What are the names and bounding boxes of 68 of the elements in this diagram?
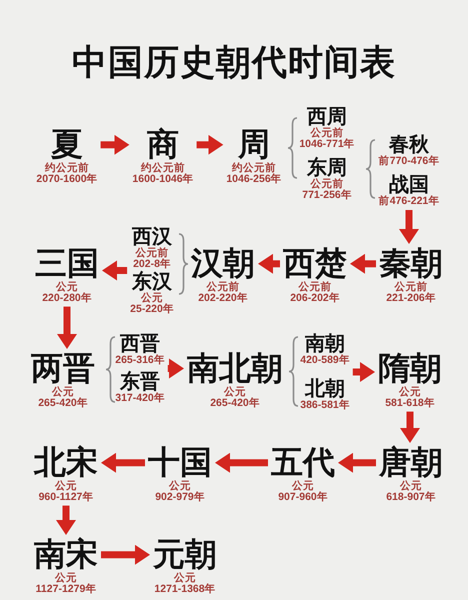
arrow (102, 260, 128, 280)
period-name: 周 (238, 128, 270, 162)
period-name: 北宋 (34, 446, 98, 480)
arrow (101, 544, 150, 565)
arrow (57, 306, 77, 349)
date-range: 公元25-220年 (130, 293, 174, 315)
date-range: 公元前202-8年 (133, 248, 171, 270)
arrow (399, 210, 419, 244)
date-range: 约公元前1600-1046年 (132, 162, 194, 185)
arrow (352, 362, 375, 382)
date-range: 公元960-1127年 (38, 480, 94, 503)
period-name: 隋朝 (378, 352, 442, 386)
period-name: 三国 (35, 247, 99, 281)
period-name: 元朝 (153, 538, 217, 572)
period-name: 战国 (389, 174, 429, 195)
date-range: 公元902-979年 (155, 480, 205, 503)
period-name: 东周 (307, 157, 347, 178)
date-range: 公元220-280年 (42, 282, 92, 304)
arrow (100, 134, 130, 155)
date-range: 约公元前2070-1600年 (36, 162, 98, 185)
date-range: 公元前202-220年 (198, 282, 248, 304)
date-range: 公元前771-256年 (302, 179, 352, 201)
period-name: 五代 (271, 446, 335, 480)
period-name: 南朝 (305, 333, 345, 354)
period-name: 商 (147, 128, 179, 162)
date-range: 420-589年 (300, 355, 350, 366)
arrow (258, 254, 280, 274)
date-range: 公元前221-206年 (386, 282, 436, 304)
date-range: 约公元前1046-256年 (226, 162, 282, 185)
period-name: 南宋 (34, 538, 98, 572)
date-range: 公元1127-1279年 (36, 572, 96, 595)
period-name: 秦朝 (379, 247, 443, 281)
period-name: 东汉 (132, 271, 172, 292)
arrow (168, 358, 184, 378)
date-range: 公元618-907年 (386, 480, 436, 503)
arrow (350, 254, 376, 274)
date-range: 公元907-960年 (278, 480, 328, 503)
period-name: 南北朝 (187, 352, 283, 386)
period-name: 汉朝 (191, 247, 255, 281)
period-name: 北朝 (305, 378, 345, 399)
period-name: 西楚 (283, 247, 347, 281)
date-range: 公元265-420年 (38, 386, 88, 409)
arrow (215, 452, 268, 473)
arrow (196, 134, 224, 155)
date-range: 公元581-618年 (385, 386, 435, 409)
arrow (101, 452, 145, 473)
period-name: 西汉 (132, 226, 172, 247)
date-range: 前770-476年 (378, 156, 440, 167)
arrow (338, 452, 376, 473)
date-range: 386-581年 (300, 400, 350, 411)
date-range: 公元前1046-771年 (299, 128, 355, 150)
period-name: 西周 (307, 106, 347, 127)
arrow (56, 506, 76, 535)
date-range: 公元1271-1368年 (154, 572, 216, 595)
period-name: 唐朝 (379, 446, 443, 480)
title: 中国历史朝代时间表 (72, 44, 396, 82)
date-range: 317-420年 (115, 393, 165, 404)
arrow (400, 412, 420, 443)
period-name: 十国 (148, 446, 212, 480)
period-name: 东晋 (120, 371, 160, 392)
period-name: 西晋 (120, 333, 160, 354)
date-range: 公元265-420年 (210, 386, 260, 409)
date-range: 前476-221年 (378, 196, 440, 207)
period-name: 夏 (51, 128, 83, 162)
period-name: 春秋 (389, 134, 429, 155)
period-name: 两晋 (31, 352, 95, 386)
date-range: 公元前206-202年 (290, 282, 340, 304)
date-range: 265-316年 (115, 355, 165, 366)
